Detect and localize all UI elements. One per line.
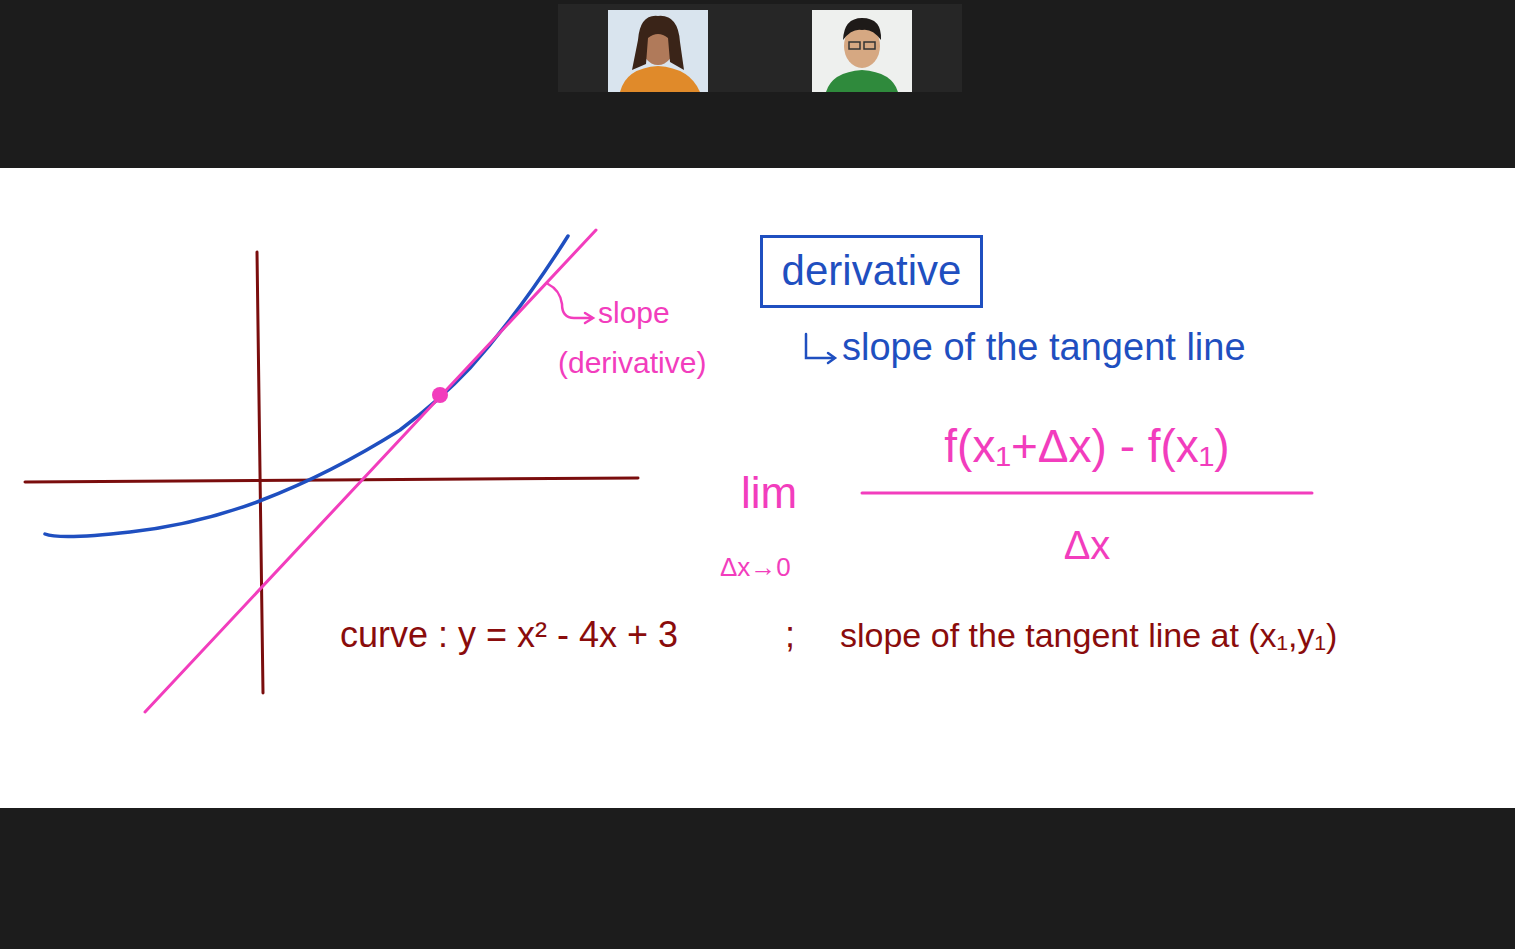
separator: ;	[785, 614, 795, 655]
arrow-head	[585, 313, 593, 323]
limit-symbol: lim	[741, 468, 797, 519]
title-box: derivative	[760, 235, 983, 308]
denominator: Δx	[862, 522, 1312, 568]
numerator: f(x₁+Δx) - f(x₁)	[862, 420, 1312, 473]
curve-equation: curve : y = x² - 4x + 3	[340, 614, 678, 655]
limit-subscript: Δx→0	[720, 553, 791, 583]
glasses	[849, 42, 860, 49]
person-shirt	[620, 66, 700, 92]
x-axis	[25, 478, 638, 482]
slope-note: (derivative)	[558, 346, 706, 381]
video-tile	[608, 10, 708, 92]
y-axis	[257, 252, 263, 693]
arrow-head	[828, 353, 835, 363]
glasses	[864, 42, 875, 49]
person-hair	[843, 18, 881, 40]
person-shirt	[826, 70, 898, 92]
slope-note: slope	[598, 296, 670, 331]
person-hair	[632, 16, 684, 70]
fraction-bar	[862, 492, 1312, 495]
parabola-curve	[45, 236, 568, 537]
video-strip	[558, 4, 962, 92]
tangent-point	[432, 387, 448, 403]
video-tile	[812, 10, 912, 92]
node-text: derivative	[782, 247, 962, 295]
definition-text: slope of the tangent line	[842, 326, 1246, 370]
task-text: slope of the tangent line at (x₁,y₁)	[840, 616, 1337, 655]
